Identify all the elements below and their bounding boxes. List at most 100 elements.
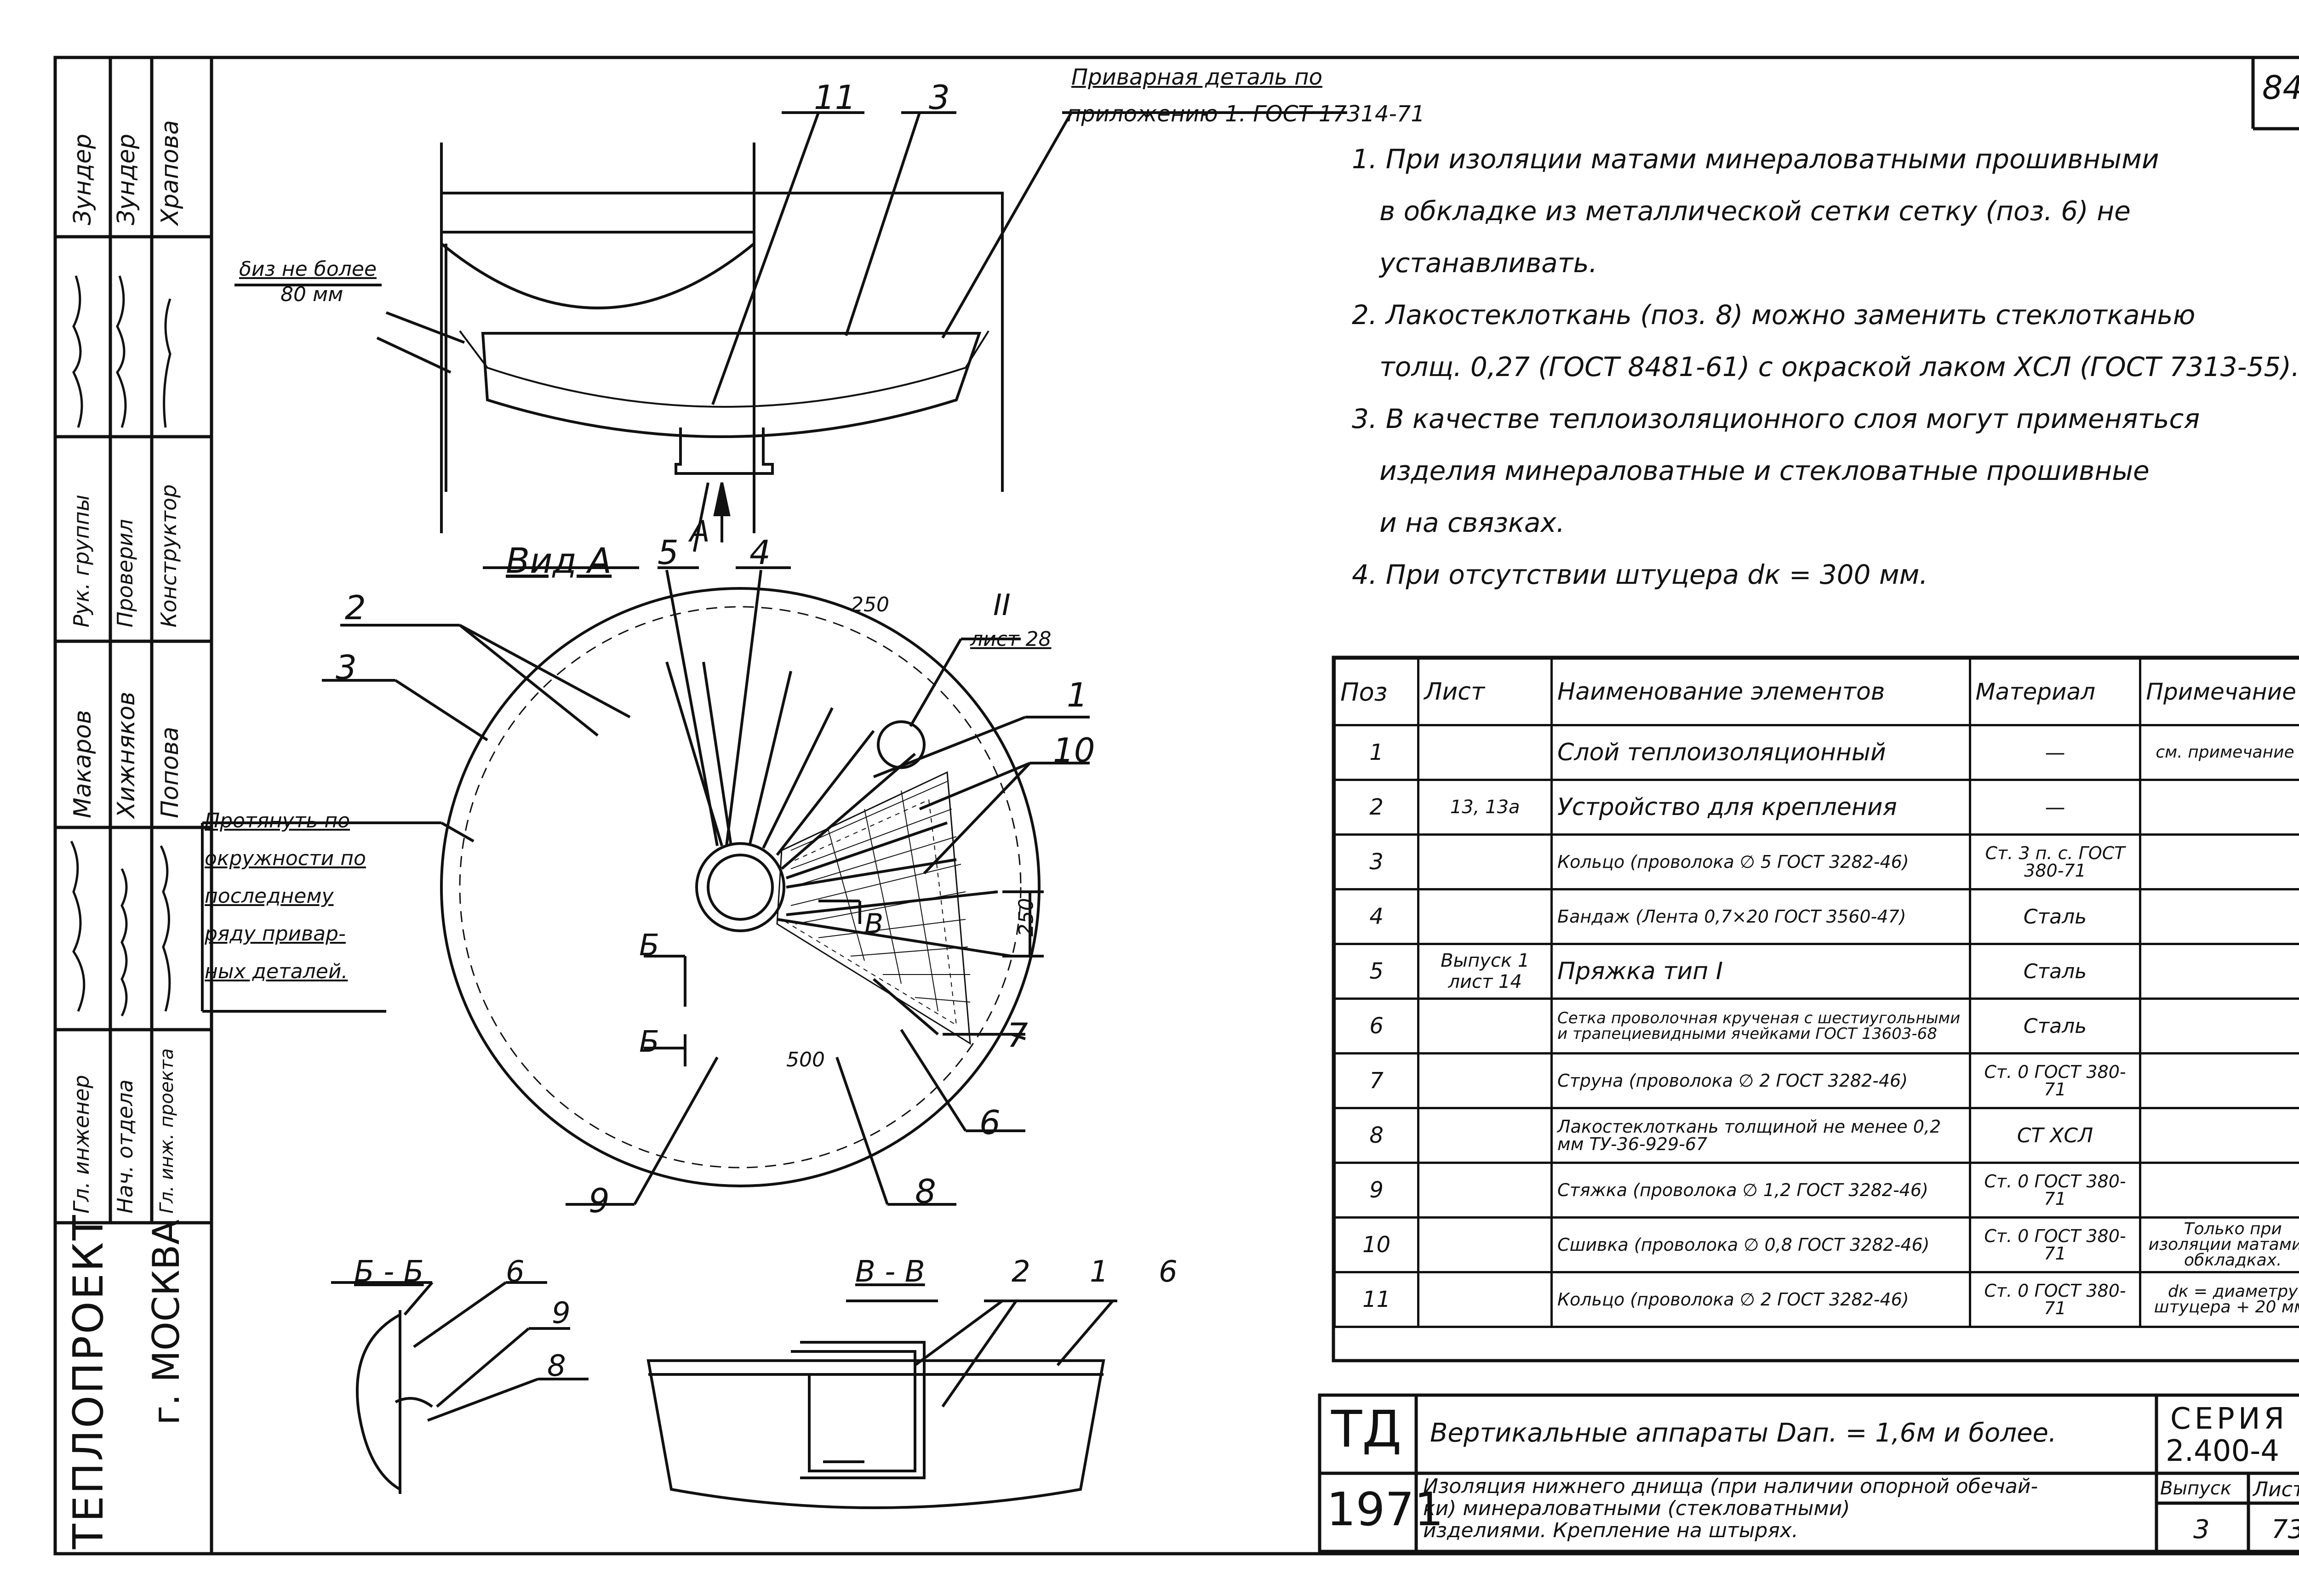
pos-label-7: 7 [1007, 1016, 1028, 1054]
cell-note [2139, 833, 2299, 890]
cut-v-label: В [864, 908, 884, 940]
sheet-value: 73 [2271, 1515, 2299, 1545]
cell-material: Ст. 0 ГОСТ 380-71 [1968, 1052, 2142, 1109]
pos-label-9: 9 [589, 1181, 610, 1220]
header-pos: Поз [1333, 657, 1420, 726]
cell-note: см. примечание 3 [2139, 724, 2299, 781]
section-vv-pos-1: 1 [1090, 1255, 1109, 1289]
specification-table: Поз Лист Наименование элементов Материал… [1333, 657, 2299, 1328]
table-header-row: Поз Лист Наименование элементов Материал… [1333, 657, 2299, 726]
signature-mark [72, 275, 83, 428]
stretch-note: Протянуть по окружности по последнему ря… [205, 802, 366, 991]
signature-mark [163, 298, 172, 428]
stretch-note-line: ных деталей. [205, 960, 348, 983]
thickness-note-line2: 80 мм [280, 283, 343, 306]
cut-b-label-top: Б [639, 929, 659, 963]
pos-label-6: 6 [979, 1103, 1001, 1142]
outer-frame [53, 56, 2299, 1556]
cell-name: Кольцо (проволока ∅ 5 ГОСТ 3282-46) [1550, 833, 1971, 890]
cell-material: — [1968, 724, 2142, 781]
pos-label-3: 3 [336, 648, 357, 687]
dim-250-top: 250 [851, 593, 889, 616]
section-bb-pos-8: 8 [547, 1349, 566, 1383]
header-note: Примечание [2139, 657, 2299, 726]
stretch-note-line: последнему [205, 884, 334, 908]
cell-pos: 1 [1333, 724, 1420, 781]
issue-value: 3 [2193, 1515, 2210, 1545]
cell-material: Ст. 0 ГОСТ 380-71 [1968, 1216, 2142, 1273]
series-value: 2.400-4 [2166, 1434, 2280, 1468]
cell-sheet [1417, 724, 1553, 781]
cell-material: Сталь [1968, 888, 2142, 945]
sheet-label: Лист [2253, 1478, 2299, 1501]
note-line: 1. При изоляции матами минераловатными п… [1352, 143, 2159, 175]
section-vv-pos-2: 2 [1012, 1255, 1030, 1289]
header-name: Наименование элементов [1550, 657, 1971, 726]
cell-name: Сетка проволочная крученая с шестиугольн… [1550, 998, 1971, 1054]
cell-material: Ст. 3 п. с. ГОСТ 380-71 [1968, 833, 2142, 890]
cell-material: Ст. 0 ГОСТ 380-71 [1968, 1271, 2142, 1328]
weld-part-note-line1: Приварная деталь по [1071, 64, 1322, 90]
drawing-title-main: Вертикальные аппараты Dап. = 1,6м и боле… [1430, 1418, 2057, 1448]
title-sub-line: ки) минераловатными (стекловатными) [1423, 1497, 1850, 1520]
cell-note: dк = диаметру штуцера + 20 мм. [2139, 1271, 2299, 1328]
cell-sheet [1417, 1107, 1553, 1164]
cut-b-label-bottom: Б [639, 1025, 659, 1059]
cell-sheet [1417, 888, 1553, 945]
section-bb-pos-9: 9 [552, 1296, 571, 1330]
issue-label: Выпуск [2160, 1478, 2231, 1499]
section-vv [646, 1300, 1117, 1509]
drawing-title-sub: Изоляция нижнего днища (при наличии опор… [1423, 1476, 2038, 1542]
cell-note: Только при изоляции матами в обкладках. [2139, 1216, 2299, 1273]
table-row: 11 Кольцо (проволока ∅ 2 ГОСТ 3282-46)Ст.… [1333, 1271, 2299, 1328]
pos-label-4: 4 [749, 533, 771, 572]
cell-pos: 10 [1333, 1216, 1420, 1273]
cell-pos: 8 [1333, 1107, 1420, 1164]
cell-pos: 9 [1333, 1162, 1420, 1219]
cell-name: Бандаж (Лента 0,7×20 ГОСТ 3560-47) [1550, 888, 1971, 945]
cell-pos: 4 [1333, 888, 1420, 945]
header-material: Материал [1968, 657, 2142, 726]
general-notes: 1. При изоляции матами минераловатными п… [1352, 133, 2299, 601]
cell-name: Устройство для крепления [1550, 779, 1971, 836]
signature-mark [160, 845, 171, 1012]
signature-mark [70, 840, 86, 1012]
section-bb-pos-6: 6 [506, 1255, 525, 1289]
pos-label-3-top: 3 [929, 78, 950, 117]
pos-label-11: 11 [814, 78, 856, 117]
year: 1971 [1327, 1482, 1444, 1536]
cell-note [2139, 998, 2299, 1054]
series-label: СЕРИЯ [2170, 1402, 2288, 1436]
cell-sheet [1417, 1162, 1553, 1219]
signatures [70, 275, 172, 1017]
cell-pos: 2 [1333, 779, 1420, 836]
cell-pos: 7 [1333, 1052, 1420, 1109]
dim-250-right: 250 [1014, 898, 1038, 937]
cell-note [2139, 888, 2299, 945]
cell-name: Слой теплоизоляционный [1550, 724, 1971, 781]
table-row: 4 Бандаж (Лента 0,7×20 ГОСТ 3560-47)Сталь [1333, 888, 2299, 945]
dim-500: 500 [786, 1048, 825, 1072]
section-bb [331, 1281, 589, 1494]
cell-sheet [1417, 998, 1553, 1054]
section-vv-title: В - В [855, 1255, 925, 1289]
signature-mark [116, 275, 127, 428]
cell-sheet [1417, 833, 1553, 890]
cell-name: Кольцо (проволока ∅ 2 ГОСТ 3282-46) [1550, 1271, 1971, 1328]
table-frame [1318, 656, 2299, 1553]
thickness-note-line1: δиз не более [239, 257, 377, 281]
title-sub-line: Изоляция нижнего днища (при наличии опор… [1423, 1475, 2038, 1498]
cell-sheet: 13, 13а [1417, 779, 1553, 836]
view-a-title: Вид А [506, 540, 612, 581]
pos-label-5: 5 [658, 533, 679, 572]
note-line: устанавливать. [1379, 247, 1598, 279]
note-line: изделия минераловатные и стекловатные пр… [1379, 455, 2150, 486]
weld-part-note-line2: приложению 1. ГОСТ 17314-71 [1067, 101, 1425, 127]
cell-pos: 11 [1333, 1271, 1420, 1328]
cell-material: Ст. 0 ГОСТ 380-71 [1968, 1162, 2142, 1219]
